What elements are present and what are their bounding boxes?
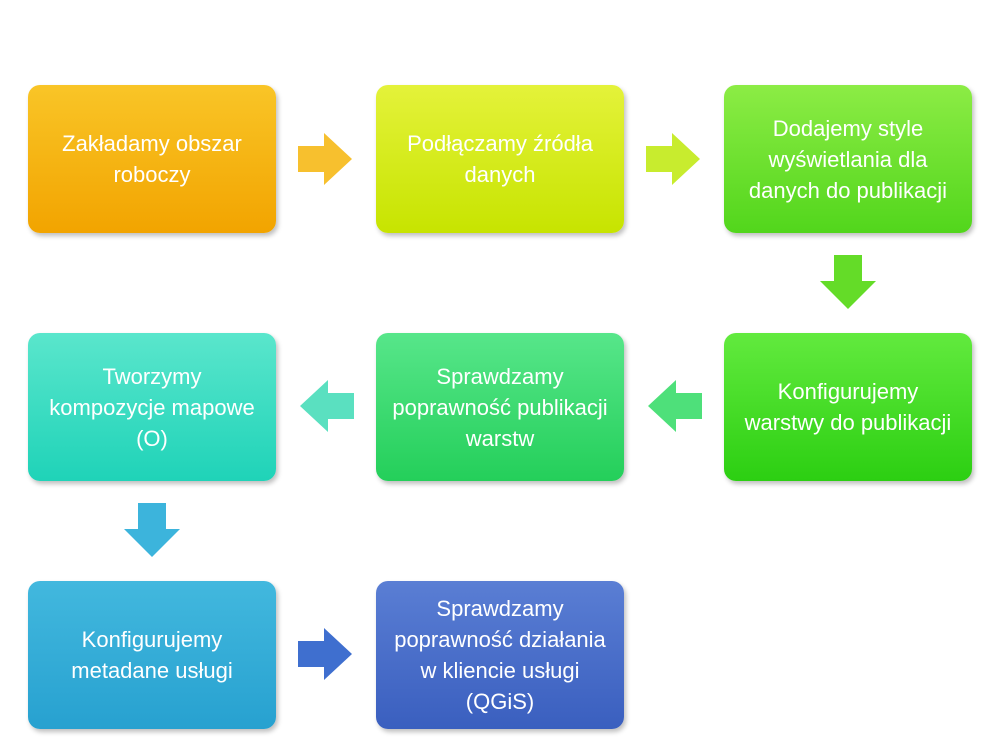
step-3-label: Dodajemy style wyświetlania dla danych d… (748, 115, 948, 203)
step-6-label: Tworzymy kompozycje mapowe (O) (49, 363, 255, 451)
step-2-box: Podłączamy źródła danych (376, 85, 624, 233)
step-2-label: Podłączamy źródła danych (407, 131, 593, 187)
arrow-left-icon (300, 380, 354, 432)
arrow-2-shape (646, 133, 700, 185)
arrow-1-shape (298, 133, 352, 185)
arrow-4-shape (648, 380, 702, 432)
step-5-label: Sprawdzamy poprawność publikacji warstw (392, 363, 608, 451)
step-6-box: Tworzymy kompozycje mapowe (O) (28, 333, 276, 481)
step-7-label: Konfigurujemy metadane usługi (71, 627, 233, 683)
step-3-box: Dodajemy style wyświetlania dla danych d… (724, 85, 972, 233)
arrow-6-shape (124, 503, 180, 557)
step-8-label: Sprawdzamy poprawność działania w klienc… (394, 596, 606, 714)
step-5-box: Sprawdzamy poprawność publikacji warstw (376, 333, 624, 481)
step-1-box: Zakładamy obszar roboczy (28, 85, 276, 233)
arrow-7-shape (298, 628, 352, 680)
step-1-label: Zakładamy obszar roboczy (62, 131, 242, 187)
arrow-down-icon (124, 503, 180, 557)
arrow-3-shape (820, 255, 876, 309)
step-4-label: Konfigurujemy warstwy do publikacji (744, 379, 952, 435)
arrow-right-icon (298, 133, 352, 185)
arrow-right-icon (646, 133, 700, 185)
arrow-right-icon (298, 628, 352, 680)
step-8-box: Sprawdzamy poprawność działania w klienc… (376, 581, 624, 729)
step-4-box: Konfigurujemy warstwy do publikacji (724, 333, 972, 481)
arrow-left-icon (648, 380, 702, 432)
step-7-box: Konfigurujemy metadane usługi (28, 581, 276, 729)
arrow-5-shape (300, 380, 354, 432)
arrow-down-icon (820, 255, 876, 309)
